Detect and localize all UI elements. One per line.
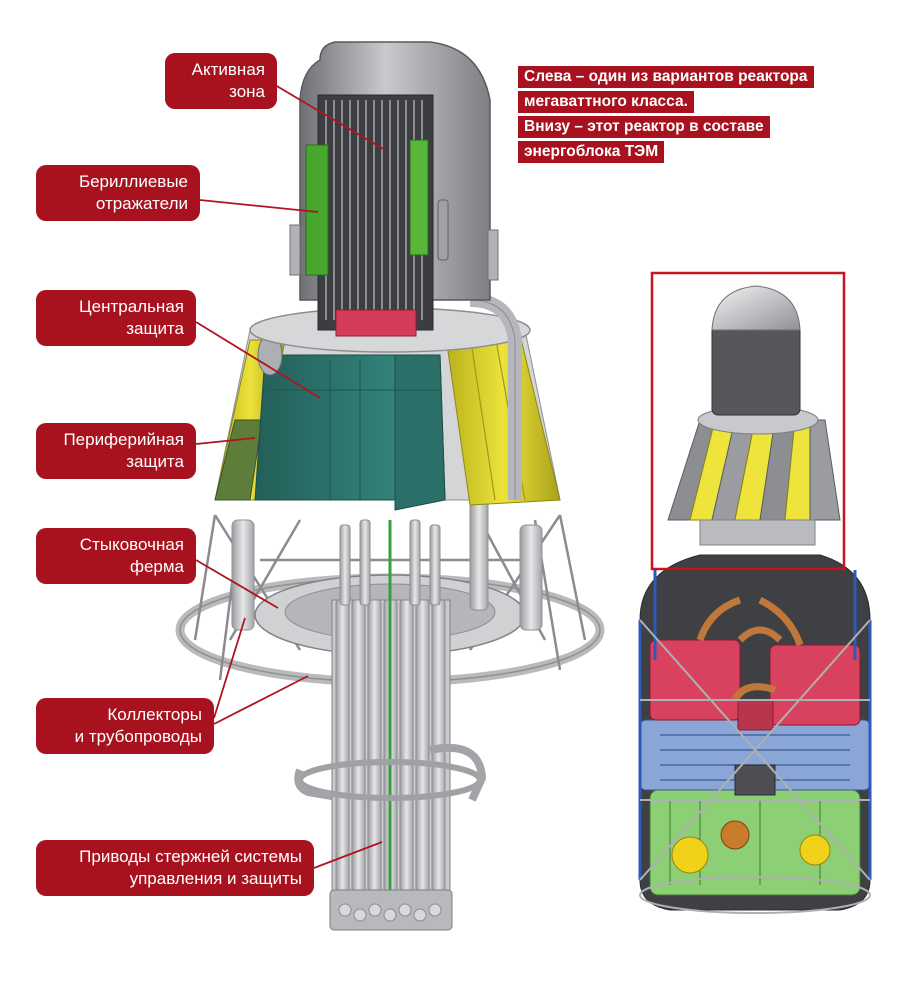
tem-truss (699, 519, 816, 546)
vessel-lug-right (487, 229, 499, 281)
tem-peripheral-shield (667, 419, 841, 521)
lower-pipe-right (429, 743, 487, 802)
tem-power-unit (638, 271, 872, 914)
core-bottom-plate (335, 309, 417, 337)
lower-pipe-left (294, 768, 333, 800)
vessel-lug-left (289, 224, 301, 276)
central-shield-cut (394, 354, 446, 511)
pipe-right (519, 524, 543, 631)
beryllium-reflector-left (305, 144, 329, 276)
label-drives-line1: Приводы стержней системы (79, 847, 302, 866)
highlight-frame (650, 271, 846, 571)
control-rod-drives (329, 519, 453, 931)
tem-yellow-sphere-left (671, 836, 709, 874)
tem-blue-frame (638, 570, 872, 880)
pipe-left (231, 519, 255, 631)
label-drives-line2: управления и защиты (129, 869, 302, 888)
label-active-core-line2: зона (229, 82, 265, 101)
label-docking-line1: Стыковочная (79, 535, 184, 554)
label-rod-drives: Приводы стержней системы управления и за… (36, 840, 314, 896)
label-central-line2: защита (126, 319, 184, 338)
caption-line-1: Слева – один из вариантов реактора (518, 66, 814, 88)
pipe-right-inner (469, 489, 489, 611)
label-collectors-line2: и трубопроводы (74, 727, 202, 746)
vessel-window (437, 199, 449, 261)
label-docking-line2: ферма (129, 557, 184, 576)
tem-yellow-sphere-right (799, 834, 831, 866)
reactor-cutaway (175, 41, 605, 931)
caption-line-2: мегаваттного класса. (518, 91, 694, 113)
label-peripheral-shield: Периферийная защита (36, 423, 196, 479)
label-collectors-line1: Коллекторы (107, 705, 202, 724)
label-docking-truss: Стыковочная ферма (36, 528, 196, 584)
label-peripheral-line2: защита (126, 452, 184, 471)
label-peripheral-line1: Периферийная (63, 430, 184, 449)
label-beryllium-reflectors: Бериллиевые отражатели (36, 165, 200, 221)
label-central-shield: Центральная защита (36, 290, 196, 346)
beryllium-reflector-right (409, 139, 429, 256)
label-beryllium-line1: Бериллиевые (78, 172, 188, 191)
leader-lines (195, 84, 386, 869)
label-beryllium-line2: отражатели (95, 194, 188, 213)
label-collectors: Коллекторы и трубопроводы (36, 698, 214, 754)
label-active-core-line1: Активная (191, 60, 265, 79)
tem-red-module-center (737, 699, 774, 731)
tem-reactor-vessel (711, 324, 801, 416)
tem-red-module-right (769, 644, 861, 726)
tem-orange-sphere (720, 820, 750, 850)
label-central-line1: Центральная (79, 297, 184, 316)
caption-line-4: энергоблока ТЭМ (518, 141, 665, 163)
label-active-core: Активная зона (165, 53, 277, 109)
tem-red-module-left (649, 639, 741, 721)
tem-center-block (734, 764, 776, 796)
tem-copper-pipes (696, 596, 804, 702)
caption-line-3: Внизу – этот реактор в составе (518, 116, 770, 138)
tem-reactor-dome (711, 285, 801, 331)
tem-cage-wires (639, 619, 871, 914)
